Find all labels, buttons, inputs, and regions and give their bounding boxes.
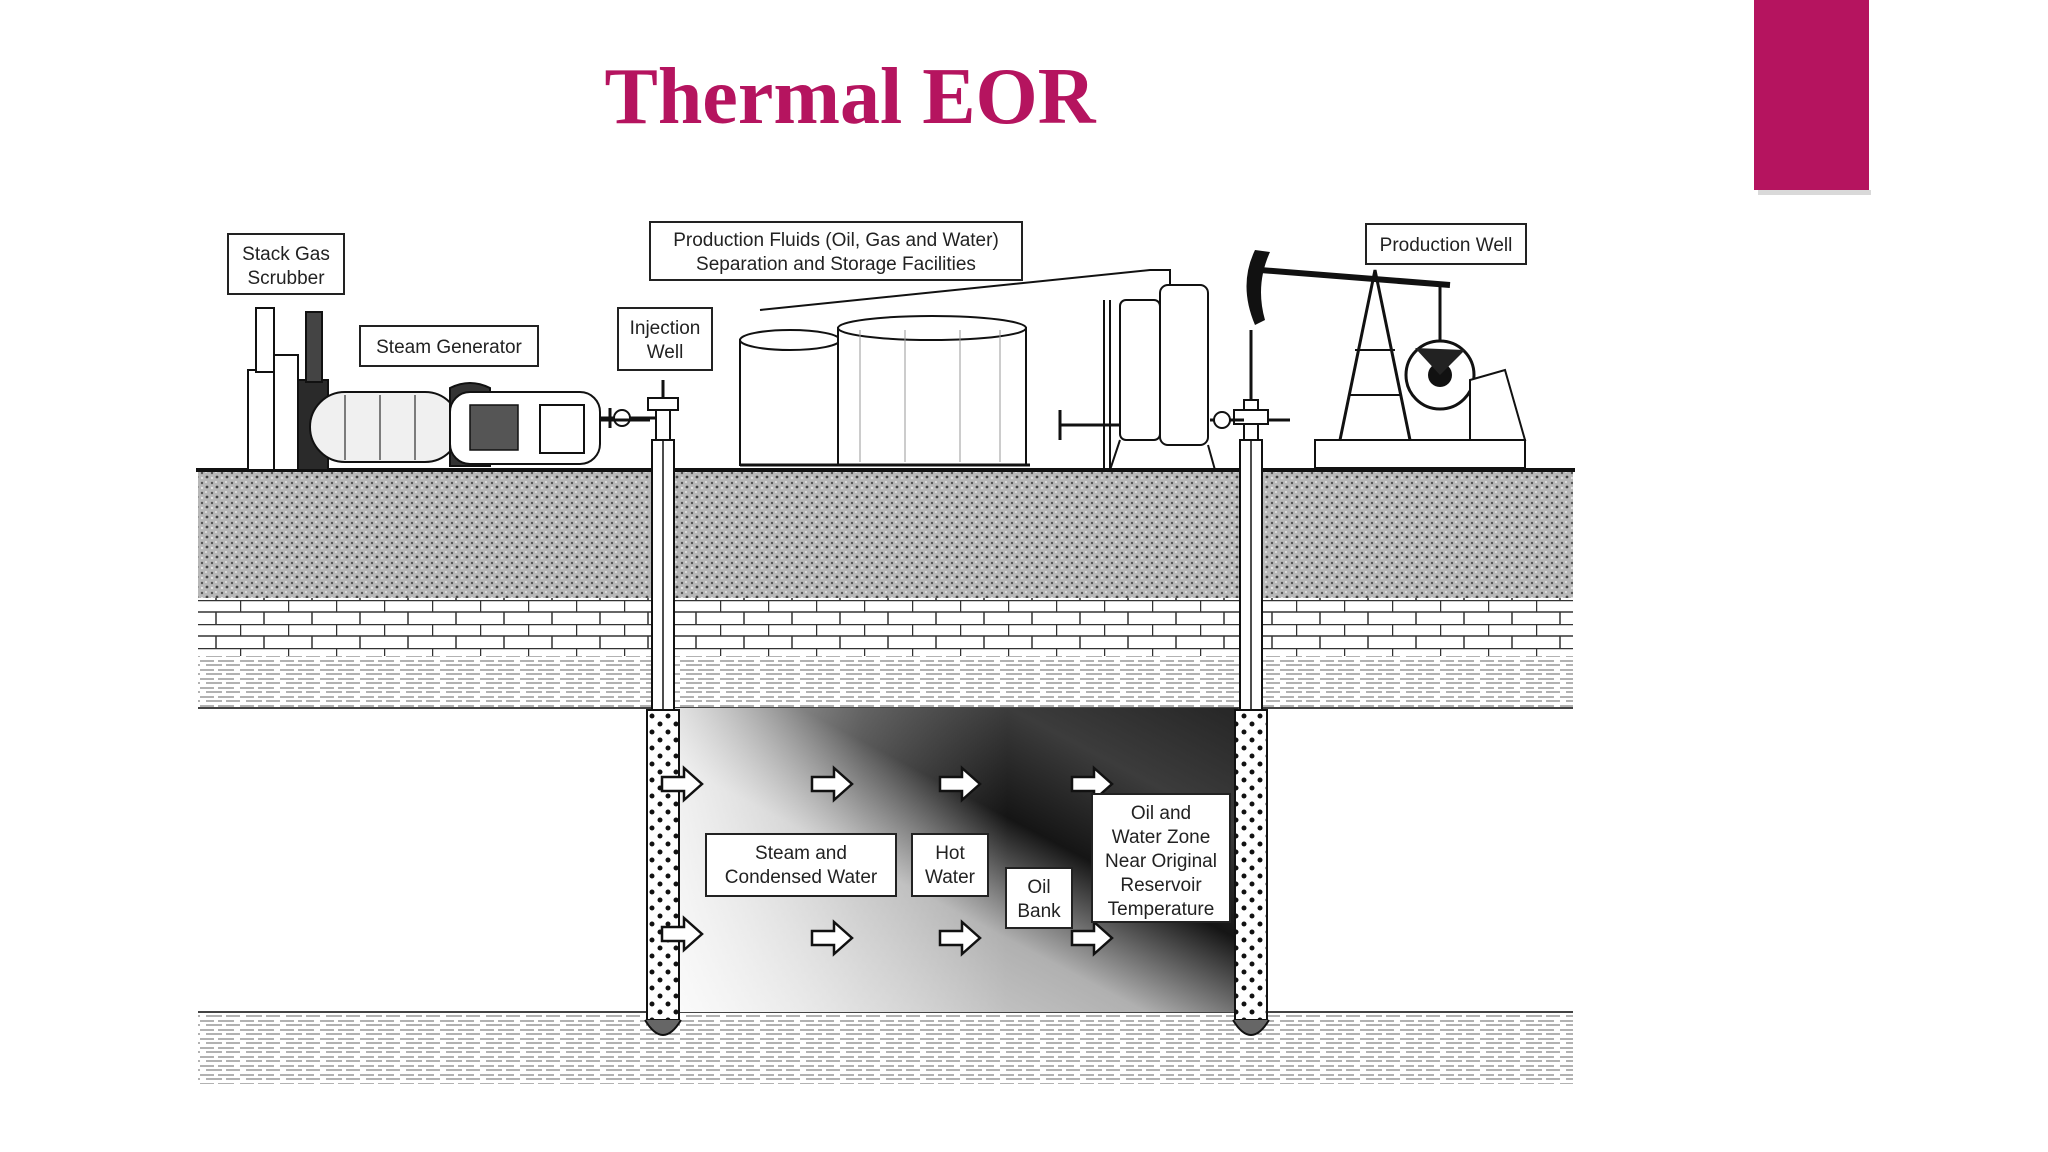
ground-strata bbox=[196, 468, 1575, 1084]
label-line: Steam Generator bbox=[376, 337, 522, 358]
label-line: Bank bbox=[1017, 901, 1061, 922]
arrow-right-icon bbox=[938, 919, 982, 957]
label-line: Steam and bbox=[755, 843, 847, 864]
arrow-right-icon bbox=[938, 765, 982, 803]
shale-layer-upper bbox=[198, 656, 1573, 708]
label-line: Stack Gas bbox=[242, 244, 330, 265]
accent-block bbox=[1754, 0, 1869, 190]
label-steam-zone: Steam and Condensed Water bbox=[705, 833, 897, 897]
flow-arrows bbox=[660, 765, 1114, 957]
accent-shadow bbox=[1758, 190, 1871, 195]
label-production-well: Production Well bbox=[1365, 223, 1527, 265]
arrow-right-icon bbox=[810, 765, 854, 803]
label-line: Water Zone bbox=[1112, 827, 1211, 848]
shale-layer-lower bbox=[198, 1012, 1573, 1084]
label-production-fluids: Production Fluids (Oil, Gas and Water) S… bbox=[649, 221, 1023, 281]
limestone-layer bbox=[198, 598, 1573, 656]
slide-title: Thermal EOR bbox=[604, 53, 1096, 141]
label-line: Near Original bbox=[1105, 851, 1217, 872]
label-oil-water-zone: Oil and Water Zone Near Original Reservo… bbox=[1091, 793, 1231, 923]
label-line: Separation and Storage Facilities bbox=[696, 254, 976, 275]
label-line: Temperature bbox=[1108, 899, 1215, 920]
label-line: Hot bbox=[935, 843, 965, 864]
topsoil-layer bbox=[198, 470, 1573, 598]
label-hot-water: Hot Water bbox=[911, 833, 989, 897]
storage-tanks bbox=[739, 269, 1171, 467]
arrow-right-icon bbox=[1070, 919, 1114, 957]
arrow-right-icon bbox=[660, 915, 704, 953]
label-stack-gas-scrubber: Stack Gas Scrubber bbox=[227, 233, 345, 295]
label-boxes: Stack Gas Scrubber Steam Generator Injec… bbox=[227, 221, 1527, 929]
separator-vessels bbox=[1058, 284, 1216, 471]
production-wellbore bbox=[1210, 330, 1290, 1036]
injection-wellbore bbox=[600, 380, 682, 1036]
label-line: Oil and bbox=[1131, 803, 1191, 824]
steam-generator bbox=[309, 382, 650, 467]
label-injection-well: Injection Well bbox=[617, 307, 713, 371]
label-line: Water bbox=[925, 867, 976, 888]
label-line: Production Fluids (Oil, Gas and Water) bbox=[673, 230, 999, 251]
label-oil-bank: Oil Bank bbox=[1005, 867, 1073, 929]
label-line: Injection bbox=[630, 318, 701, 339]
label-line: Condensed Water bbox=[725, 867, 878, 888]
label-steam-generator: Steam Generator bbox=[359, 325, 539, 367]
pump-jack-icon bbox=[1246, 250, 1527, 469]
label-line: Well bbox=[647, 342, 684, 363]
arrow-right-icon bbox=[660, 765, 704, 803]
arrow-right-icon bbox=[810, 919, 854, 957]
arrow-right-icon bbox=[1070, 765, 1114, 803]
label-line: Reservoir bbox=[1120, 875, 1202, 896]
label-line: Production Well bbox=[1380, 235, 1513, 256]
label-line: Oil bbox=[1027, 877, 1050, 898]
label-line: Scrubber bbox=[247, 268, 325, 289]
